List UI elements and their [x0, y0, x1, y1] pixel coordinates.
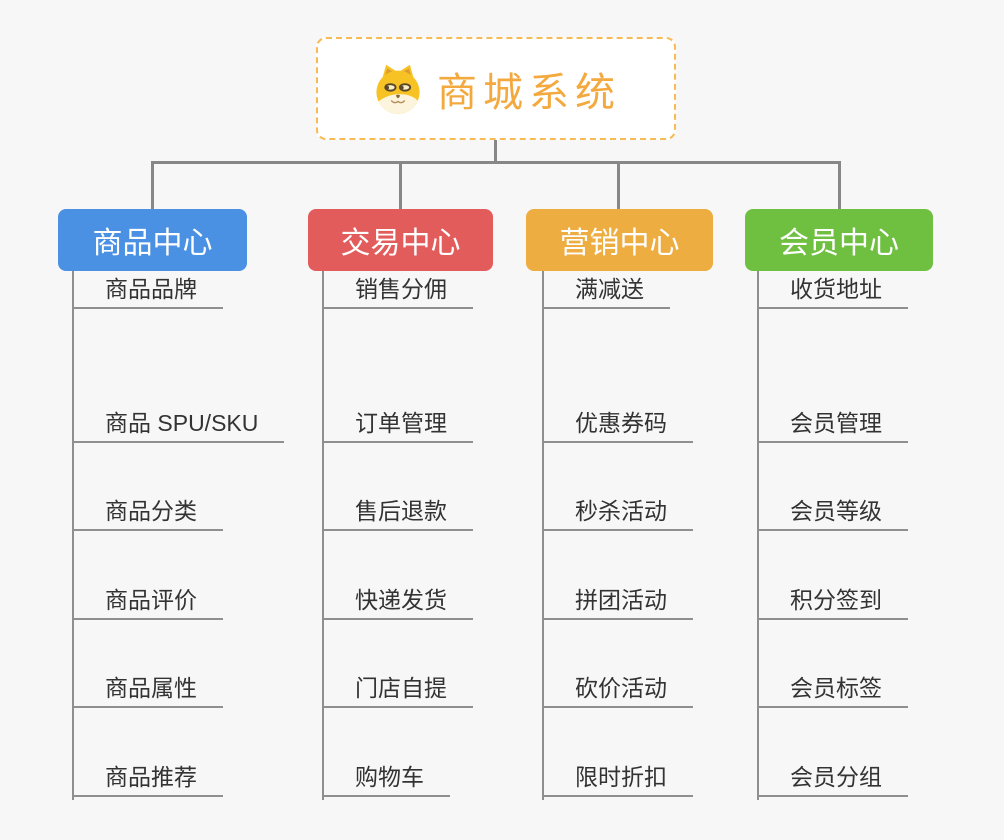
leaf-item[interactable]: 砍价活动: [542, 670, 693, 708]
connector-drop-trade: [399, 161, 402, 210]
leaf-item[interactable]: 积分签到: [757, 582, 908, 620]
branch-leaves-marketing: 优惠券码 秒杀活动 拼团活动 砍价活动 限时折扣 满减送: [542, 271, 693, 800]
branch-leaves-trade: 订单管理 售后退款 快递发货 门店自提 购物车 销售分佣: [322, 271, 473, 800]
leaf-item[interactable]: 优惠券码: [542, 405, 693, 443]
leaf-item[interactable]: 会员等级: [757, 493, 908, 531]
root-node[interactable]: 商城系统: [316, 37, 676, 140]
branch-trunk-line: [72, 271, 74, 800]
connector-drop-product: [151, 161, 154, 210]
branch-node-product-center[interactable]: 商品中心: [58, 209, 247, 271]
leaf-item[interactable]: 商品评价: [72, 582, 223, 620]
branch-trunk-line: [542, 271, 544, 800]
branch-leaves-member: 会员管理 会员等级 积分签到 会员标签 会员分组 收货地址: [757, 271, 908, 800]
branch-leaves-product: 商品 SPU/SKU 商品分类 商品评价 商品属性 商品推荐 商品品牌: [72, 271, 285, 800]
leaf-item[interactable]: 会员标签: [757, 670, 908, 708]
shiba-dog-icon: [371, 62, 425, 116]
leaf-item[interactable]: 收货地址: [757, 271, 908, 309]
leaf-item[interactable]: 售后退款: [322, 493, 473, 531]
branch-trunk-line: [757, 271, 759, 800]
connector-drop-member: [838, 161, 841, 210]
leaf-item[interactable]: 商品属性: [72, 670, 223, 708]
leaf-item[interactable]: 商品分类: [72, 493, 223, 531]
leaf-item[interactable]: 限时折扣: [542, 759, 693, 797]
leaf-item[interactable]: 秒杀活动: [542, 493, 693, 531]
connector-root-drop: [494, 140, 497, 164]
leaf-item[interactable]: 商品 SPU/SKU: [72, 405, 285, 443]
branch-trunk-line: [322, 271, 324, 800]
leaf-item[interactable]: 快递发货: [322, 582, 473, 620]
leaf-item[interactable]: 拼团活动: [542, 582, 693, 620]
leaf-item[interactable]: 商品推荐: [72, 759, 223, 797]
leaf-item[interactable]: 商品品牌: [72, 271, 223, 309]
leaf-item[interactable]: 购物车: [322, 759, 450, 797]
connector-horizontal-bar: [151, 161, 841, 164]
leaf-item[interactable]: 订单管理: [322, 405, 473, 443]
leaf-item[interactable]: 门店自提: [322, 670, 473, 708]
leaf-item[interactable]: 会员分组: [757, 759, 908, 797]
branch-node-marketing-center[interactable]: 营销中心: [526, 209, 713, 271]
connector-drop-marketing: [617, 161, 620, 210]
branch-node-trade-center[interactable]: 交易中心: [308, 209, 493, 271]
branch-node-member-center[interactable]: 会员中心: [745, 209, 933, 271]
leaf-item[interactable]: 会员管理: [757, 405, 908, 443]
leaf-item[interactable]: 满减送: [542, 271, 670, 309]
root-title: 商城系统: [437, 70, 621, 115]
leaf-item[interactable]: 销售分佣: [322, 271, 473, 309]
